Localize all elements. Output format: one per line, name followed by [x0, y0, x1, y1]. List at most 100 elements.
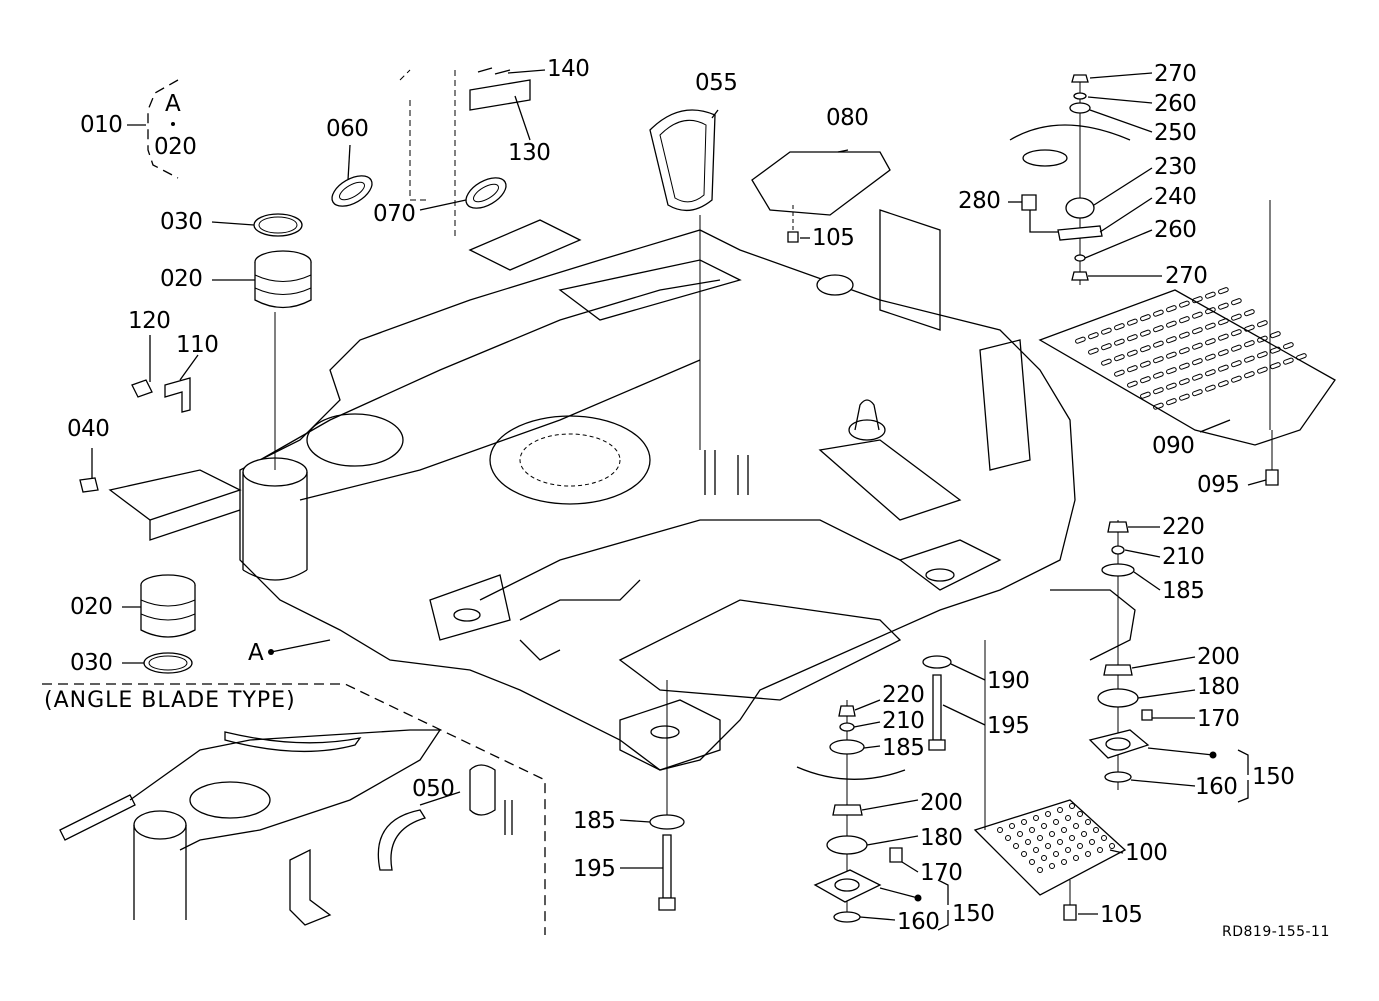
- plate-slot: [1140, 376, 1151, 384]
- plate-slot: [1205, 353, 1216, 361]
- plate-hole: [1057, 807, 1063, 813]
- callout-A-top: A: [165, 91, 181, 117]
- callout-220-mid: 220: [882, 682, 925, 708]
- callout-180-right: 180: [1197, 674, 1240, 700]
- plate-slot: [1257, 335, 1268, 343]
- plate-slot: [1270, 346, 1281, 354]
- angle-blade-frame: [59, 729, 513, 926]
- plate-slot: [1166, 382, 1177, 390]
- plate-slot: [1283, 342, 1294, 350]
- bushing-020: [254, 250, 312, 309]
- plate-slot: [1127, 365, 1138, 373]
- callout-030-low: 030: [70, 650, 113, 676]
- callout-020-low: 020: [70, 594, 113, 620]
- callout-160-mid: 160: [897, 909, 940, 935]
- callout-160-right: 160: [1195, 774, 1238, 800]
- callout-195-mid: 195: [987, 713, 1030, 739]
- plate-hole: [1061, 827, 1067, 833]
- plate-slot: [1179, 362, 1190, 370]
- drawing-code: RD819-155-11: [1222, 924, 1330, 940]
- plate-hole: [1053, 851, 1059, 857]
- plate-hole: [997, 827, 1003, 833]
- callout-050: 050: [412, 776, 455, 802]
- plate-slot: [1179, 331, 1190, 339]
- callout-250: 250: [1154, 120, 1197, 146]
- callout-185-left: 185: [573, 808, 616, 834]
- plate-hole: [1097, 847, 1103, 853]
- plate-slot: [1218, 380, 1229, 388]
- plate-slot: [1231, 298, 1242, 306]
- section-label: (ANGLE BLADE TYPE): [44, 688, 296, 713]
- plate-slot: [1101, 343, 1112, 351]
- hose-loop-055: [649, 109, 716, 212]
- plate-slot: [1179, 300, 1190, 308]
- callout-020-mid: 020: [160, 266, 203, 292]
- plate-slot: [1296, 353, 1307, 361]
- callout-210-mid: 210: [882, 708, 925, 734]
- plate-hole: [1025, 839, 1031, 845]
- mount-stack-right: [1050, 520, 1153, 790]
- callout-170-mid: 170: [920, 860, 963, 886]
- callout-150-mid: 150: [952, 901, 995, 927]
- callout-055: 055: [695, 70, 738, 96]
- callout-080: 080: [826, 105, 869, 131]
- grommet-060: [331, 175, 373, 207]
- plate-slot: [1179, 316, 1190, 324]
- callout-185-mid: 185: [882, 735, 925, 761]
- callout-040: 040: [67, 416, 110, 442]
- callout-120: 120: [128, 308, 171, 334]
- washer-185-left: [649, 814, 685, 830]
- mount-stack-upper: [1009, 74, 1131, 285]
- plate-hole: [1013, 843, 1019, 849]
- plate-hole: [1069, 835, 1075, 841]
- plate-hole: [1065, 847, 1071, 853]
- plate-hole: [1089, 839, 1095, 845]
- callout-185-right: 185: [1162, 578, 1205, 604]
- callout-130: 130: [508, 140, 551, 166]
- plate-hole: [1073, 855, 1079, 861]
- plate-slot: [1166, 320, 1177, 328]
- bushing-020-lower: [140, 574, 196, 638]
- plate-slot: [1088, 347, 1099, 355]
- plate-slot: [1218, 333, 1229, 341]
- plate-slot: [1166, 305, 1177, 313]
- plate-slot: [1244, 324, 1255, 332]
- plate-slot: [1140, 345, 1151, 353]
- callout-070: 070: [373, 201, 416, 227]
- plate-slot: [1127, 380, 1138, 388]
- plate-slot: [1205, 384, 1216, 392]
- callout-270-top: 270: [1154, 61, 1197, 87]
- plate-slot: [1075, 336, 1086, 344]
- plate-slot: [1192, 311, 1203, 319]
- plate-hole: [1049, 831, 1055, 837]
- plate-slot: [1153, 356, 1164, 364]
- plate-hole: [1033, 815, 1039, 821]
- callout-200-mid: 200: [920, 790, 963, 816]
- plate-slot: [1088, 332, 1099, 340]
- perforated-plate-090: [1038, 287, 1336, 446]
- plate-slot: [1153, 340, 1164, 348]
- plate-hole: [1057, 839, 1063, 845]
- callout-190: 190: [987, 668, 1030, 694]
- plate-hole: [1041, 855, 1047, 861]
- plate-slot: [1192, 342, 1203, 350]
- callout-150-right: 150: [1252, 764, 1295, 790]
- callout-180-mid: 180: [920, 825, 963, 851]
- plate-hole: [1081, 831, 1087, 837]
- plate-hole: [1085, 851, 1091, 857]
- assembly-bracket: [147, 79, 179, 179]
- plate-hole: [1109, 843, 1115, 849]
- plate-slot: [1114, 338, 1125, 346]
- cover-080: [751, 151, 891, 216]
- plate-slot: [1153, 371, 1164, 379]
- main-frame: [108, 209, 1076, 771]
- plate-slot: [1192, 389, 1203, 397]
- plate-hole: [1005, 835, 1011, 841]
- plate-hole: [1029, 827, 1035, 833]
- angle-blade-section-border: [42, 683, 546, 935]
- plate-hole: [1077, 843, 1083, 849]
- plate-slot: [1101, 358, 1112, 366]
- plate-slot: [1127, 334, 1138, 342]
- callout-090: 090: [1152, 433, 1195, 459]
